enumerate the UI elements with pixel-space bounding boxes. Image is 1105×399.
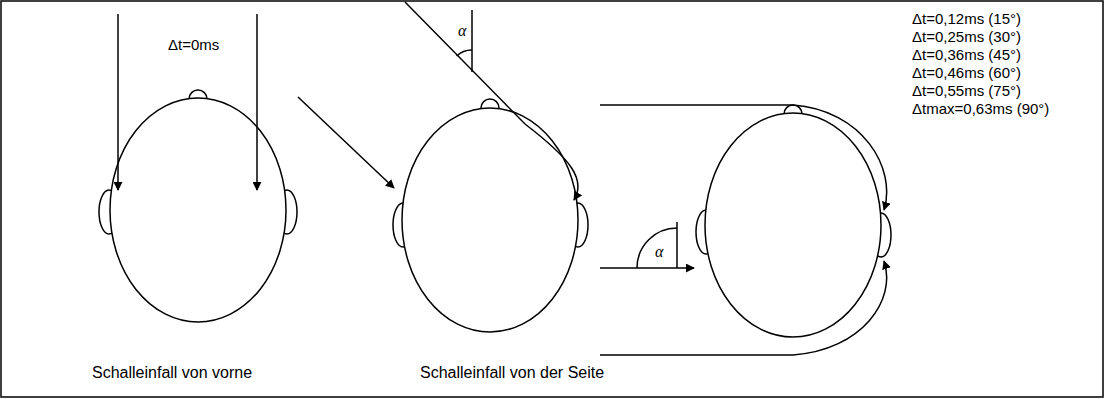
delay-value: Δt=0,55ms (75°) <box>912 82 1021 100</box>
reference-line <box>676 222 678 268</box>
caption-label: Schalleinfall von vorne <box>92 364 252 382</box>
sound-ray <box>298 97 394 188</box>
reference-line <box>471 10 473 72</box>
angle-arc <box>457 50 472 56</box>
delay-label: Δt=0ms <box>168 36 219 54</box>
head-side-90 <box>696 105 891 337</box>
sound-ray <box>256 14 258 190</box>
delay-value: Δt=0,46ms (60°) <box>912 64 1021 82</box>
caption-label: Schalleinfall von der Seite <box>420 364 604 382</box>
sound-ray <box>600 105 887 210</box>
head-front <box>99 90 297 322</box>
sound-ray <box>600 261 887 355</box>
sound-ray <box>600 267 694 269</box>
delay-value: Δtmax=0,63ms (90°) <box>912 100 1049 118</box>
delay-value: Δt=0,36ms (45°) <box>912 46 1021 64</box>
delay-value: Δt=0,25ms (30°) <box>912 28 1021 46</box>
delay-value: Δt=0,12ms (15°) <box>912 10 1021 28</box>
head-side-angle <box>393 99 588 332</box>
angle-arc <box>637 228 677 268</box>
angle-symbol: α <box>458 22 466 40</box>
angle-symbol: α <box>655 243 663 261</box>
sound-ray <box>117 14 119 190</box>
sound-ray <box>405 2 578 200</box>
